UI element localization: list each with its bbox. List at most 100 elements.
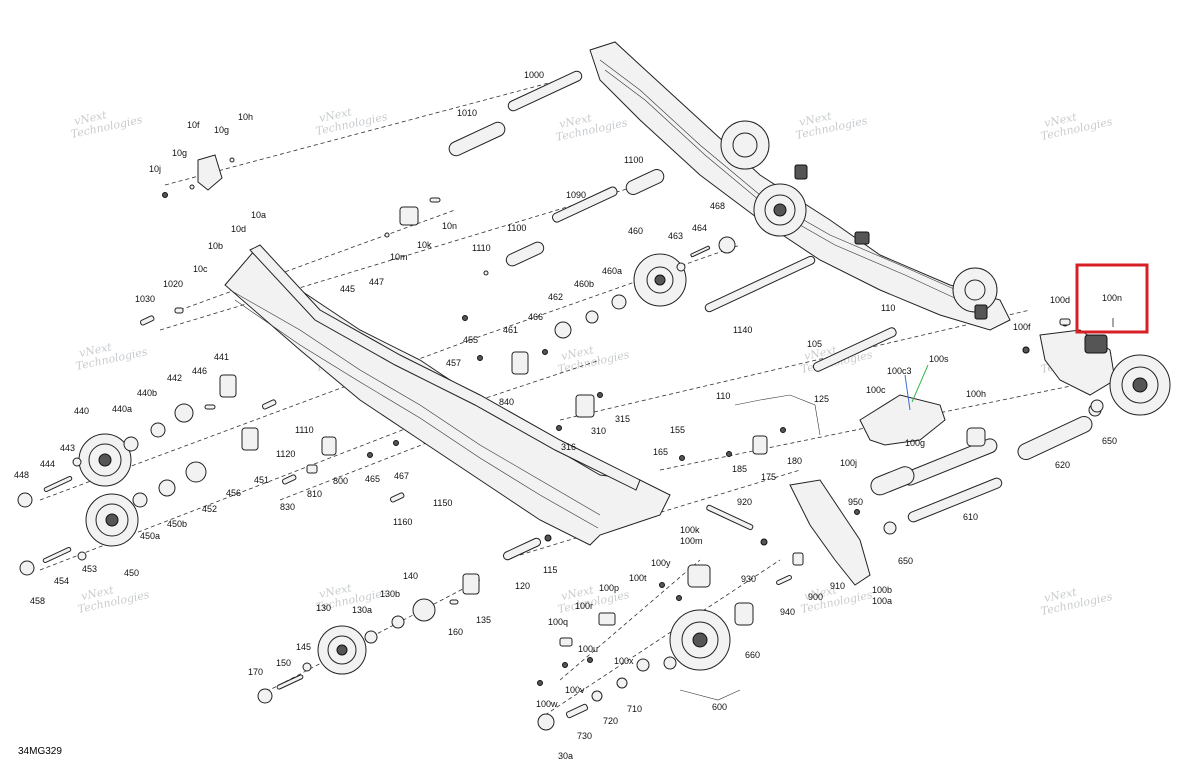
label-465: 465	[365, 474, 380, 484]
label-10m: 10m	[390, 252, 408, 262]
brackets-and-blocks	[197, 154, 986, 647]
label-730: 730	[577, 731, 592, 741]
diagram-code: 34MG329	[18, 746, 62, 757]
washers-and-spacers	[17, 157, 1104, 731]
label-315: 315	[615, 414, 630, 424]
label-1160: 1160	[393, 517, 412, 527]
label-100q: 100q	[548, 617, 568, 627]
block-461	[511, 351, 529, 375]
label-100c3: 100c3	[887, 366, 912, 376]
label-1110: 1110	[472, 243, 491, 253]
label-100c: 100c	[866, 385, 886, 395]
label-444: 444	[40, 459, 55, 469]
label-440: 440	[74, 406, 89, 416]
label-150: 150	[276, 658, 291, 668]
block-10k	[399, 206, 419, 226]
block-800	[321, 436, 337, 456]
part-labels: 1000 1010 10h 10f 10g 10g 10j 1100 1090 …	[14, 70, 1122, 761]
label-462: 462	[548, 292, 563, 302]
label-610: 610	[963, 512, 978, 522]
label-454: 454	[54, 576, 69, 586]
label-920: 920	[737, 497, 752, 507]
label-100s: 100s	[929, 354, 949, 364]
label-120: 120	[515, 581, 530, 591]
highlight-box-100n	[1075, 263, 1149, 334]
shaft-1000	[507, 70, 583, 112]
label-100j: 100j	[840, 458, 857, 468]
annotation-blue-line	[904, 374, 911, 411]
leader-600	[679, 689, 741, 701]
tube-100j	[870, 466, 915, 496]
label-720: 720	[603, 716, 618, 726]
label-467: 467	[394, 471, 409, 481]
label-310: 310	[591, 426, 606, 436]
label-450: 450	[124, 568, 139, 578]
label-910: 910	[830, 581, 845, 591]
label-456: 456	[226, 488, 241, 498]
label-130b: 130b	[380, 589, 400, 599]
label-160: 160	[448, 627, 463, 637]
label-125: 125	[814, 394, 829, 404]
label-165: 165	[653, 447, 668, 457]
label-1110: 1110	[295, 425, 314, 435]
label-452: 452	[202, 504, 217, 514]
block-135	[462, 573, 480, 595]
label-1140: 1140	[733, 325, 752, 335]
label-30a: 30a	[558, 751, 573, 761]
block-451	[241, 427, 259, 451]
label-100f: 100f	[1013, 322, 1031, 332]
label-10n: 10n	[442, 221, 457, 231]
label-100a: 100a	[872, 596, 892, 606]
label-830: 830	[280, 502, 295, 512]
label-447: 447	[369, 277, 384, 287]
block-660	[734, 602, 754, 626]
label-180: 180	[787, 456, 802, 466]
label-10d: 10d	[231, 224, 246, 234]
label-1100: 1100	[507, 223, 526, 233]
label-100t: 100t	[629, 573, 647, 583]
bolt-120	[502, 537, 542, 561]
label-600: 600	[712, 702, 727, 712]
label-1090: 1090	[566, 190, 586, 200]
label-441: 441	[214, 352, 229, 362]
tube-1100	[505, 241, 545, 267]
label-100h: 100h	[966, 389, 986, 399]
label-1000: 1000	[524, 70, 544, 80]
label-10a: 10a	[251, 210, 266, 220]
label-10g: 10g	[214, 125, 229, 135]
label-440a: 440a	[112, 404, 132, 414]
label-100p: 100p	[599, 583, 619, 593]
label-130: 130	[316, 603, 331, 613]
label-130a: 130a	[352, 605, 372, 615]
label-810: 810	[307, 489, 322, 499]
shafts-and-tubes	[448, 70, 1093, 561]
label-463: 463	[668, 231, 683, 241]
label-100y: 100y	[651, 558, 671, 568]
label-450b: 450b	[167, 519, 187, 529]
block-441	[219, 374, 237, 398]
label-100m: 100m	[680, 536, 703, 546]
label-10b: 10b	[208, 241, 223, 251]
label-440b: 440b	[137, 388, 157, 398]
label-10f: 10f	[187, 120, 200, 130]
label-900: 900	[808, 592, 823, 602]
label-135: 135	[476, 615, 491, 625]
label-100u: 100u	[578, 644, 598, 654]
label-940: 940	[780, 607, 795, 617]
label-140: 140	[403, 571, 418, 581]
label-100r: 100r	[575, 601, 593, 611]
label-460b: 460b	[574, 279, 594, 289]
label-170: 170	[248, 667, 263, 677]
label-100b: 100b	[872, 585, 892, 595]
label-1030: 1030	[135, 294, 155, 304]
label-10h: 10h	[238, 112, 253, 122]
label-1020: 1020	[163, 279, 183, 289]
